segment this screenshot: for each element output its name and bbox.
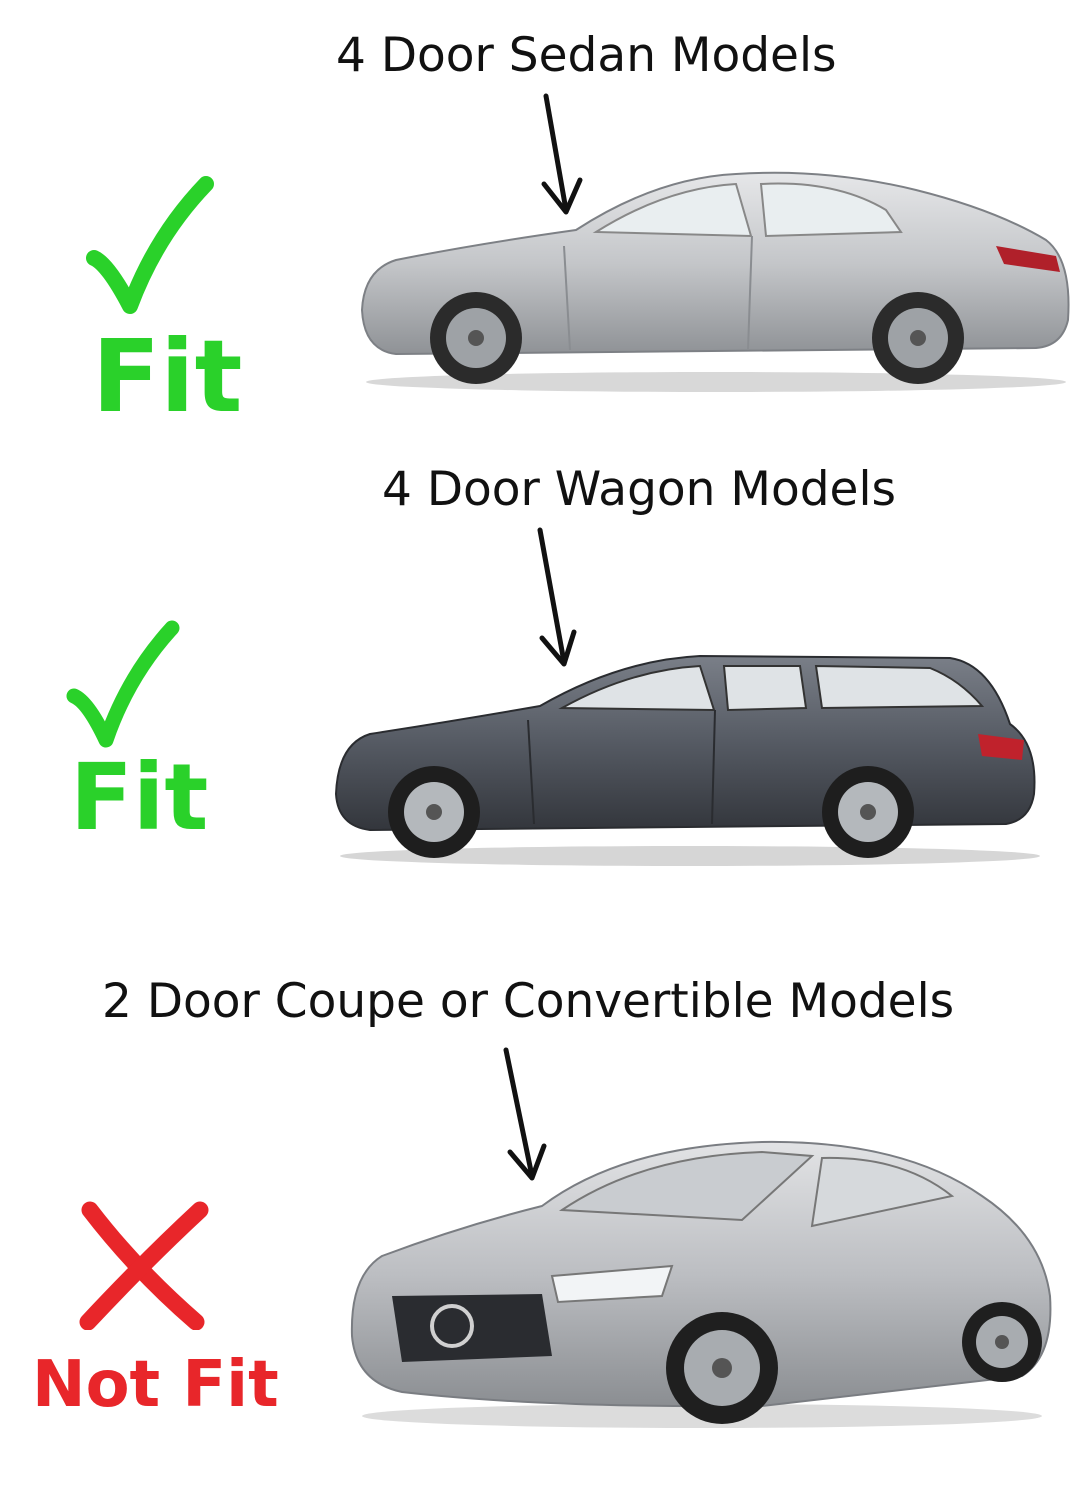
cross-icon <box>76 1200 210 1330</box>
arrow-down-icon <box>530 92 590 222</box>
arrow-down-icon <box>494 1046 554 1186</box>
sedan-car-icon <box>356 160 1072 400</box>
coupe-car-icon <box>342 1136 1062 1436</box>
wagon-section: 4 Door Wagon Models Fit <box>0 440 1072 900</box>
fit-label: Fit <box>92 318 243 435</box>
not-fit-label: Not Fit <box>32 1348 279 1422</box>
coupe-section: 2 Door Coupe or Convertible Models Not F… <box>0 900 1072 1500</box>
wagon-title: 4 Door Wagon Models <box>382 462 896 517</box>
sedan-section: 4 Door Sedan Models Fit <box>0 0 1072 440</box>
arrow-down-icon <box>524 526 584 674</box>
coupe-title: 2 Door Coupe or Convertible Models <box>102 974 955 1029</box>
sedan-title: 4 Door Sedan Models <box>336 28 837 83</box>
check-icon <box>66 620 180 748</box>
wagon-car-icon <box>330 644 1042 874</box>
check-icon <box>86 176 216 316</box>
fit-label: Fit <box>70 744 209 851</box>
